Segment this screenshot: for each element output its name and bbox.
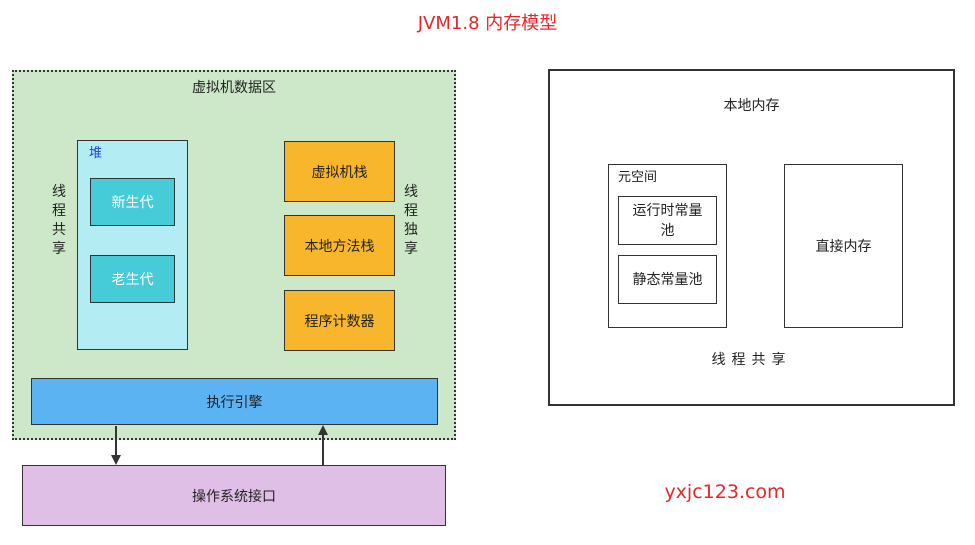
metaspace-label: 元空间: [618, 170, 658, 185]
os-interface-box: 操作系统接口: [22, 465, 446, 526]
watermark-text: yxjc123.com: [664, 481, 786, 503]
old-generation-box: 老生代: [90, 255, 175, 303]
jvm-data-area-label: 虚拟机数据区: [192, 80, 276, 96]
static-constant-pool-box: 静态常量池: [618, 255, 717, 304]
runtime-constant-pool-box: 运行时常量池: [618, 196, 717, 245]
heap-box: [77, 140, 188, 350]
native-memory-shared-label: 线程共享: [711, 352, 792, 368]
execution-engine-box: 执行引擎: [31, 378, 438, 425]
thread-shared-label: 线 程 共 享: [52, 184, 66, 257]
thread-private-label: 线 程 独 享: [404, 184, 418, 257]
heap-label: 堆: [89, 146, 103, 161]
young-generation-box: 新生代: [90, 178, 175, 226]
vm-stack-box: 虚拟机栈: [284, 141, 395, 202]
program-counter-box: 程序计数器: [284, 290, 395, 351]
direct-memory-box: 直接内存: [784, 164, 903, 328]
native-method-stack-box: 本地方法栈: [284, 215, 395, 276]
native-memory-label: 本地内存: [723, 98, 780, 114]
diagram-title: JVM1.8 内存模型: [417, 13, 558, 34]
